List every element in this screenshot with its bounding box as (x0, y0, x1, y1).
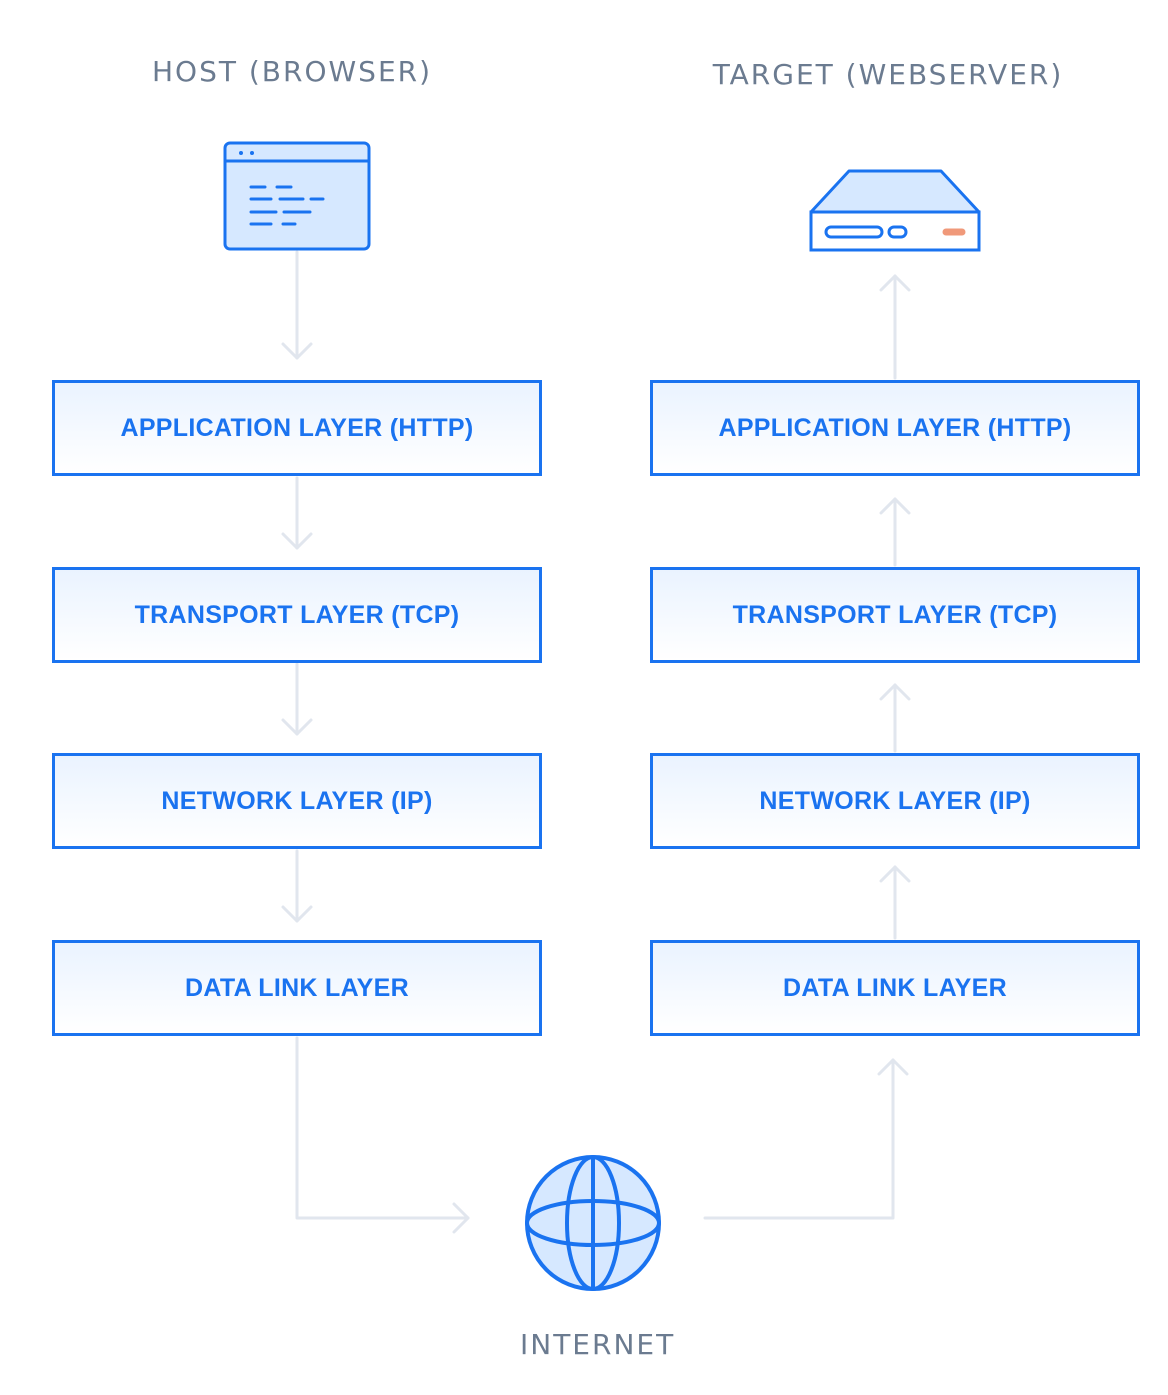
arrow-up-network-to-transport (879, 683, 911, 753)
arrow-up-application-to-server (879, 274, 911, 380)
layer-label: DATA LINK LAYER (185, 973, 409, 1002)
layer-label: NETWORK LAYER (IP) (161, 786, 433, 815)
target-network-layer: NETWORK LAYER (IP) (650, 753, 1140, 849)
arrow-datalink-to-internet (295, 1036, 470, 1234)
globe-icon (525, 1155, 661, 1291)
layer-label: APPLICATION LAYER (HTTP) (718, 413, 1072, 442)
host-network-layer: NETWORK LAYER (IP) (52, 753, 542, 849)
layer-label: TRANSPORT LAYER (TCP) (732, 600, 1058, 629)
target-application-layer: APPLICATION LAYER (HTTP) (650, 380, 1140, 476)
target-column-title: TARGET (WEBSERVER) (712, 58, 1064, 91)
arrow-down-application-to-transport (281, 476, 313, 550)
layer-label: TRANSPORT LAYER (TCP) (134, 600, 460, 629)
host-application-layer: APPLICATION LAYER (HTTP) (52, 380, 542, 476)
host-datalink-layer: DATA LINK LAYER (52, 940, 542, 1036)
arrow-down-network-to-datalink (281, 849, 313, 923)
layer-label: DATA LINK LAYER (783, 973, 1007, 1002)
browser-window-icon (223, 141, 371, 251)
arrow-up-transport-to-application (879, 497, 911, 567)
arrow-internet-to-target-datalink (703, 1058, 909, 1220)
arrow-up-datalink-to-network (879, 865, 911, 940)
server-icon (809, 169, 981, 252)
internet-label: INTERNET (520, 1328, 676, 1361)
layer-label: NETWORK LAYER (IP) (759, 786, 1031, 815)
layer-label: APPLICATION LAYER (HTTP) (120, 413, 474, 442)
arrow-down-transport-to-network (281, 662, 313, 736)
host-transport-layer: TRANSPORT LAYER (TCP) (52, 567, 542, 663)
target-transport-layer: TRANSPORT LAYER (TCP) (650, 567, 1140, 663)
arrow-down-browser-to-application (281, 250, 313, 360)
host-column-title: HOST (BROWSER) (151, 55, 433, 88)
target-datalink-layer: DATA LINK LAYER (650, 940, 1140, 1036)
